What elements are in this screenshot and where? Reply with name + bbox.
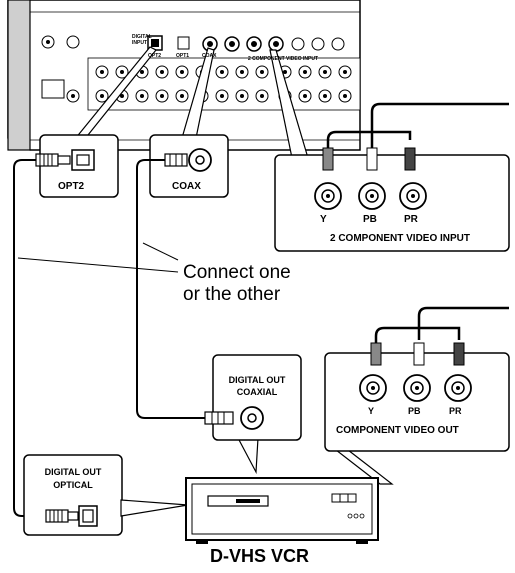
component-input-callout: [269, 49, 510, 252]
digital-out-coaxial-label: DIGITAL OUT COAXIAL: [218, 374, 296, 398]
opt2-panel-label: OPT2: [148, 53, 162, 59]
component-input-pr-label: PR: [404, 214, 418, 225]
opt2-label: OPT2: [58, 181, 85, 192]
coax-panel-label: COAX: [202, 53, 217, 59]
digital-out-optical-callout: [23, 454, 189, 536]
digital-out-optical-line-1: DIGITAL OUT: [44, 467, 102, 477]
digital-out-optical-label: DIGITAL OUT OPTICAL: [30, 466, 116, 492]
digital-out-coaxial-line-1: DIGITAL OUT: [228, 375, 286, 385]
component-output-callout: [324, 306, 510, 485]
note-line-2: or the other: [183, 284, 281, 305]
component-input-y-label: Y: [320, 214, 327, 225]
digital-out-coaxial-callout: [204, 354, 302, 475]
component-output-pb-label: PB: [408, 406, 421, 416]
component-output-title: COMPONENT VIDEO OUT: [336, 425, 459, 436]
digital-out-coaxial-line-2: COAXIAL: [236, 387, 278, 397]
coax-label: COAX: [172, 181, 201, 192]
component-input-pb-label: PB: [363, 214, 377, 225]
digital-input-label: DIGITAL INPUT: [132, 34, 152, 46]
component-output-pr-label: PR: [449, 406, 462, 416]
component-input-title: 2 COMPONENT VIDEO INPUT: [330, 233, 471, 244]
component-panel-label: 2 COMPONENT VIDEO INPUT: [248, 56, 319, 62]
vcr-device: [185, 477, 379, 544]
coax-callout: [149, 47, 229, 198]
opt2-callout: [35, 46, 157, 198]
component-output-y-label: Y: [368, 406, 375, 416]
cables: [13, 159, 205, 517]
note-line-1: Connect one: [183, 262, 291, 283]
device-title: D-VHS VCR: [210, 546, 310, 566]
note-connect-one: Connect one or the other: [183, 262, 291, 306]
note-leader-lines: [17, 242, 179, 273]
digital-out-optical-line-2: OPTICAL: [53, 480, 93, 490]
opt1-panel-label: OPT1: [176, 53, 190, 59]
receiver-rear-panel: [7, 0, 361, 151]
